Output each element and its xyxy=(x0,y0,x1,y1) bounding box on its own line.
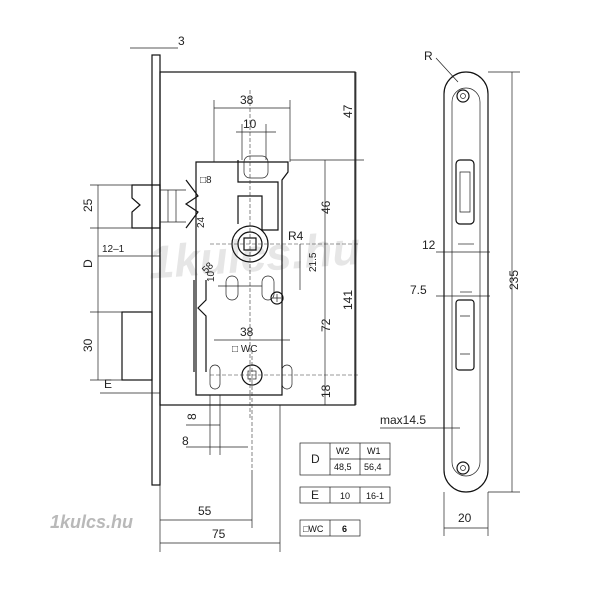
dim-R-leader xyxy=(435,57,459,83)
table-d-row-label: D xyxy=(311,452,320,466)
dim-label-141: 141 xyxy=(341,290,355,310)
lever-slot xyxy=(243,155,269,179)
faceplate-inner xyxy=(451,87,481,477)
latch-tail xyxy=(184,179,199,229)
dim-label-21-5: 21.5 xyxy=(308,252,319,272)
latch-bolt-spring xyxy=(160,189,186,223)
wc-slot-right xyxy=(281,364,293,390)
inner-chassis xyxy=(195,161,289,396)
slot-oval-right xyxy=(261,275,275,301)
dim-label-55: 55 xyxy=(198,504,212,518)
top-screw-hole xyxy=(456,89,470,103)
dim-label-max14-5: max14.5 xyxy=(380,413,426,427)
table-wc-row-label: □WC xyxy=(303,524,324,534)
table-d: D W2 W1 48,5 56,4 xyxy=(299,442,391,476)
case-screw xyxy=(270,291,284,305)
case-screw-cross xyxy=(273,294,281,302)
dim-label-30: 30 xyxy=(81,338,95,352)
dim-label-20: 20 xyxy=(458,511,472,525)
spring-plate xyxy=(193,280,207,372)
dimension-labels: 3 38 10 47 □8 25 24 46 R4 12–1 D 21.5 58… xyxy=(81,34,355,541)
dim-label-R: R xyxy=(424,49,433,63)
dim-label-46: 46 xyxy=(319,200,333,214)
slot-oval-left xyxy=(225,275,239,301)
dim-label-7-5: 7.5 xyxy=(410,283,427,297)
dim-label-8a: 8 xyxy=(185,413,199,420)
follower-arm xyxy=(237,160,279,231)
watermark-bottom: 1kulcs.hu xyxy=(50,512,133,532)
wc-label: □ WC xyxy=(232,344,257,355)
dim-label-3: 3 xyxy=(178,34,185,48)
dead-bolt xyxy=(121,311,153,381)
dim-label-72: 72 xyxy=(319,318,333,332)
table-wc-value: 6 xyxy=(342,524,347,534)
table-e-row-label: E xyxy=(311,488,319,502)
dim-label-47: 47 xyxy=(341,104,355,118)
dim-label-10-top: 10 xyxy=(243,117,257,131)
table-e-value-1: 10 xyxy=(340,491,350,501)
dim-label-12-1: 12–1 xyxy=(102,244,125,255)
side-view-dimensions: R 12 7.5 235 max14.5 20 xyxy=(380,49,521,536)
bottom-screw-hole-inner xyxy=(460,465,466,471)
table-wc: □WC 6 xyxy=(299,519,361,537)
deadbolt-opening xyxy=(455,299,475,371)
faceplate-outline xyxy=(443,71,489,493)
dim-label-12-right: 12 xyxy=(422,238,436,252)
table-d-header-w1: W1 xyxy=(367,446,381,456)
table-e-frame xyxy=(299,486,391,504)
dimension-lines xyxy=(90,47,364,552)
faceplate-side-view xyxy=(443,71,489,493)
dim-label-10-mid: 10 xyxy=(206,270,217,282)
table-e-value-2: 16-1 xyxy=(366,491,384,501)
dim-label-18: 18 xyxy=(319,384,333,398)
dim-label-D: D xyxy=(81,259,95,268)
dim-label-38-low: 38 xyxy=(240,325,254,339)
lock-front-view xyxy=(121,54,360,486)
table-d-value-w1: 56,4 xyxy=(364,462,382,472)
dim-label-75: 75 xyxy=(212,527,226,541)
dim-label-R4: R4 xyxy=(288,229,304,243)
dim-label-24: 24 xyxy=(196,216,207,228)
bottom-screw-hole xyxy=(456,461,470,475)
latch-bolt xyxy=(131,184,161,229)
lock-body-case xyxy=(159,71,356,406)
deadbolt-opening-detail xyxy=(460,315,470,355)
latch-opening-detail xyxy=(459,171,471,213)
table-e: E 10 16-1 xyxy=(299,486,391,504)
table-d-value-w2: 48,5 xyxy=(334,462,352,472)
table-d-header-w2: W2 xyxy=(336,446,350,456)
dim-label-sq8: □8 xyxy=(200,175,212,186)
wc-slot-left xyxy=(209,364,221,390)
dim-label-8b: 8 xyxy=(182,434,189,448)
dim-label-25: 25 xyxy=(81,198,95,212)
dim-label-E: E xyxy=(104,377,112,391)
latch-opening xyxy=(455,159,475,225)
dim-label-235: 235 xyxy=(507,270,521,290)
dim-label-38-top: 38 xyxy=(240,93,254,107)
top-screw-hole-inner xyxy=(460,93,466,99)
